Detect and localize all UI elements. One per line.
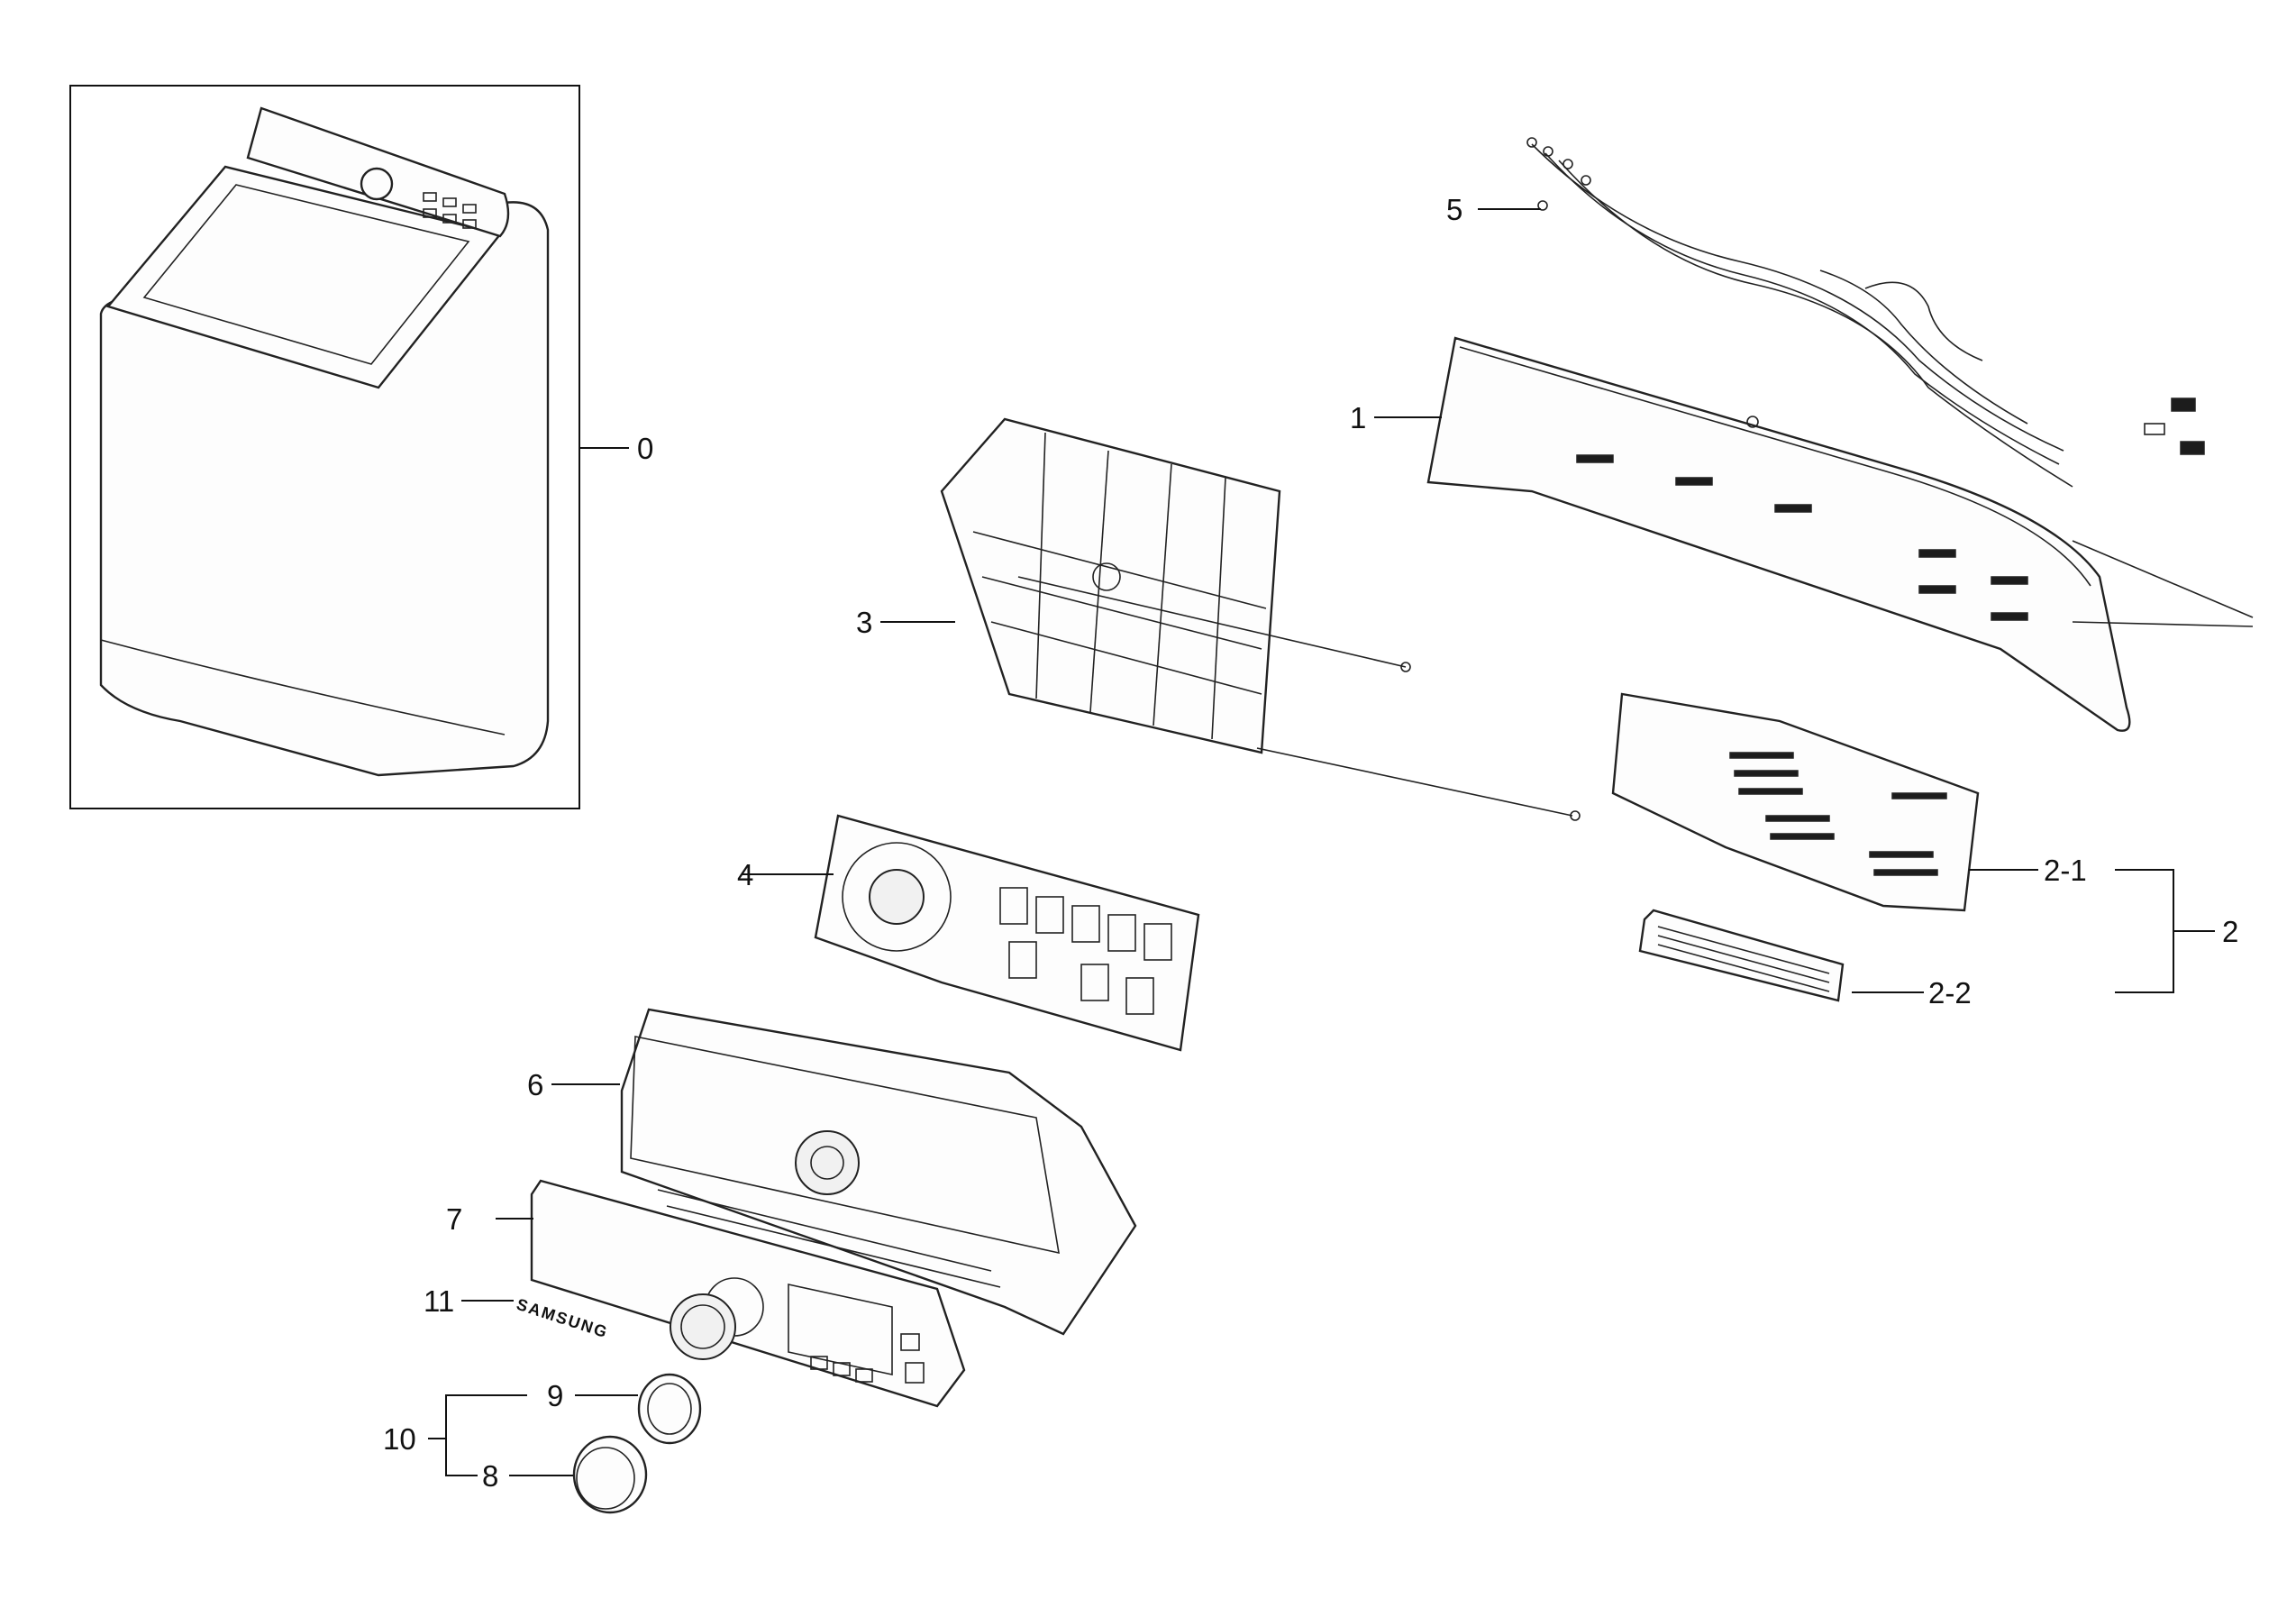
harness-wire-e [1864, 281, 1983, 361]
callout-11[interactable]: 11 [424, 1284, 454, 1318]
group-bracket-2 [2115, 869, 2215, 993]
part-9-dial-ring[interactable] [575, 1293, 736, 1445]
harness-wire-a [1531, 143, 2064, 452]
overlay-body [530, 1179, 966, 1408]
overlay-display-window [788, 1284, 893, 1375]
harness-wire-d [1819, 270, 2028, 425]
part-0-washer-assembly[interactable] [69, 85, 629, 809]
pcb-cover-body [1611, 692, 1980, 912]
part-1-back-rail[interactable] [1374, 336, 2254, 732]
washer-buttons [423, 192, 477, 229]
pcb-body [814, 814, 1200, 1052]
part-3-pcb-bracket[interactable] [880, 417, 1581, 821]
callout-4[interactable]: 4 [737, 858, 753, 891]
pcb-components [999, 887, 1172, 1015]
part-11-emblem[interactable]: SAMSUNG [461, 1295, 611, 1342]
group-bracket-10 [428, 1394, 527, 1476]
back-rail-edge [1459, 346, 2091, 587]
harness-connector-1 [2171, 397, 2196, 412]
callout-8[interactable]: 8 [482, 1459, 498, 1493]
bracket-grid [972, 432, 1267, 740]
part-7-panel-overlay[interactable] [496, 1179, 966, 1408]
screw-3b [1570, 810, 1581, 821]
back-rail-guide-2 [2072, 621, 2254, 627]
callout-0[interactable]: 0 [637, 432, 653, 465]
part-5-wire-harness[interactable] [1478, 137, 2205, 488]
callout-2-2[interactable]: 2-2 [1928, 976, 1972, 1010]
callout-6[interactable]: 6 [527, 1068, 543, 1101]
harness-wire-c [1558, 160, 2073, 488]
pcb-encoder-ring [842, 842, 952, 952]
overlay-buttons [810, 1333, 925, 1384]
panel-frame-dial-mount [795, 1130, 860, 1195]
harness-terminals [1526, 137, 2205, 455]
washer-lid-glass [142, 184, 470, 365]
harness-connector-3 [2144, 423, 2165, 435]
panel-frame-body [620, 1008, 1137, 1336]
part-6-control-panel-frame[interactable] [551, 1008, 1137, 1336]
callout-5[interactable]: 5 [1446, 193, 1462, 226]
washer-base-line [100, 639, 506, 735]
part-2-1-pcb-cover[interactable] [1611, 692, 2038, 912]
back-rail-screw [1746, 416, 1759, 428]
part-4-main-pcb[interactable] [742, 814, 1200, 1052]
back-rail-body [1426, 336, 2131, 732]
part-2-2-caution-label[interactable] [1638, 909, 1924, 1002]
callout-9[interactable]: 9 [547, 1379, 563, 1412]
panel-frame-slots [657, 1189, 1001, 1288]
knob-body [572, 1435, 648, 1514]
callout-1[interactable]: 1 [1350, 401, 1366, 434]
callout-2-1[interactable]: 2-1 [2044, 854, 2087, 887]
callout-7[interactable]: 7 [446, 1202, 462, 1236]
pcb-cover-vents [1729, 752, 1947, 876]
callout-3[interactable]: 3 [856, 606, 872, 639]
back-rail-vents [1576, 454, 2028, 621]
dial-ring-outer-gear [670, 1293, 736, 1360]
washer-dial [360, 167, 394, 201]
bracket-body [940, 417, 1281, 754]
back-rail-guide-1 [2072, 540, 2254, 618]
bracket-hole [1092, 562, 1121, 591]
screw-3 [1400, 662, 1411, 672]
pcb-encoder [869, 869, 925, 925]
label-print [1657, 926, 1830, 992]
callouts: 0 1 2 2-1 2-2 3 4 5 6 7 8 9 10 11 [383, 193, 2238, 1493]
brand-emblem-text: SAMSUNG [515, 1295, 611, 1342]
part-8-knob[interactable] [509, 1435, 648, 1514]
callout-2[interactable]: 2 [2222, 915, 2238, 948]
callout-10[interactable]: 10 [383, 1422, 416, 1456]
panel-frame-window [630, 1036, 1060, 1255]
bracket-guide-1 [1017, 576, 1407, 668]
bracket-guide-2 [1256, 747, 1573, 817]
label-body [1638, 909, 1845, 1002]
harness-connector-2 [2180, 441, 2205, 455]
